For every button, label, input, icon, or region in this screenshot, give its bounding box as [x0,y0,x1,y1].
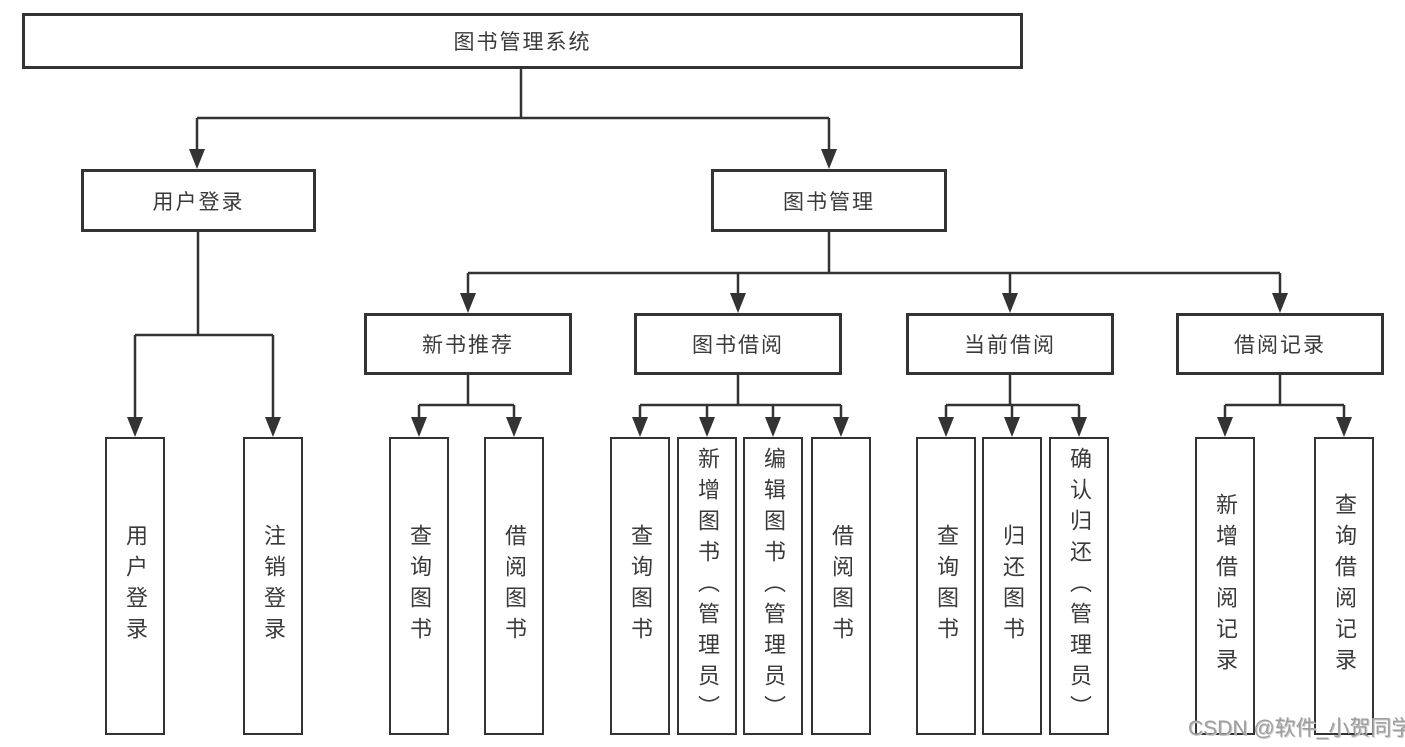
connector-borrow-records-to-leaves [1223,375,1346,419]
connector-book-borrow-to-leaves [638,375,843,419]
node-user-login: 用户登录 [81,169,316,232]
leaf-query-books-current-label: 查询图书 [934,524,959,648]
leaf-user-login-label: 用户登录 [123,524,148,648]
leaf-add-books-admin-label: 新增图书（管理员） [695,446,720,726]
node-book-management-label: 图书管理 [783,190,875,214]
connector-root-to-level2 [195,69,831,151]
leaf-borrow-books-label: 借阅图书 [829,524,854,648]
node-book-borrow-label: 图书借阅 [692,334,784,357]
leaf-logout-label: 注销登录 [261,524,286,648]
arrowheads-book-borrow-leaves [632,417,849,437]
leaf-confirm-return-admin: 确认归还（管理员） [1049,437,1109,735]
node-current-borrow-label: 当前借阅 [964,334,1056,357]
node-borrow-records: 借阅记录 [1176,313,1384,375]
leaf-logout: 注销登录 [243,437,303,735]
leaf-user-login: 用户登录 [105,437,165,735]
arrowheads-user-login-leaves [127,417,281,437]
leaf-query-books-recommend-label: 查询图书 [407,524,432,648]
arrowheads-new-book-recommend-leaves [411,417,522,437]
csdn-watermark: CSDN @软件_小贺同学 [1188,717,1405,740]
arrowheads-level3 [460,293,1288,313]
node-book-management: 图书管理 [711,169,947,232]
leaf-return-books: 归还图书 [982,437,1042,735]
leaf-borrow-books-recommend: 借阅图书 [484,437,544,735]
leaf-edit-books-admin: 编辑图书（管理员） [743,437,803,735]
node-book-borrow: 图书借阅 [634,313,842,375]
connector-user-login-to-leaves [133,232,275,419]
leaf-query-books-recommend: 查询图书 [389,437,449,735]
node-borrow-records-label: 借阅记录 [1234,334,1326,357]
node-current-borrow: 当前借阅 [906,313,1114,375]
node-library-management-system-label: 图书管理系统 [453,31,592,54]
node-new-book-recommend: 新书推荐 [364,313,572,375]
leaf-borrow-books: 借阅图书 [811,437,871,735]
leaf-edit-books-admin-label: 编辑图书（管理员） [761,446,786,726]
node-new-book-recommend-label: 新书推荐 [422,334,514,357]
leaf-query-borrow-record: 查询借阅记录 [1314,437,1374,735]
leaf-query-books-borrow-label: 查询图书 [628,524,653,648]
arrowheads-level2 [189,149,837,169]
leaf-confirm-return-admin-label: 确认归还（管理员） [1067,446,1092,726]
leaf-add-borrow-record-label: 新增借阅记录 [1213,493,1238,679]
leaf-add-borrow-record: 新增借阅记录 [1195,437,1255,735]
connector-new-book-recommend-to-leaves [417,375,516,419]
leaf-query-books-borrow: 查询图书 [610,437,670,735]
leaf-return-books-label: 归还图书 [1000,524,1025,648]
connector-book-management-to-level3 [466,232,1282,295]
node-user-login-label: 用户登录 [152,190,245,214]
connector-current-borrow-to-leaves [944,375,1081,419]
arrowheads-current-borrow-leaves [938,417,1087,437]
leaf-add-books-admin: 新增图书（管理员） [677,437,737,735]
leaf-borrow-books-recommend-label: 借阅图书 [502,524,527,648]
arrowheads-borrow-records-leaves [1217,417,1352,437]
leaf-query-books-current: 查询图书 [916,437,976,735]
leaf-query-borrow-record-label: 查询借阅记录 [1332,493,1357,679]
node-library-management-system: 图书管理系统 [22,13,1023,69]
